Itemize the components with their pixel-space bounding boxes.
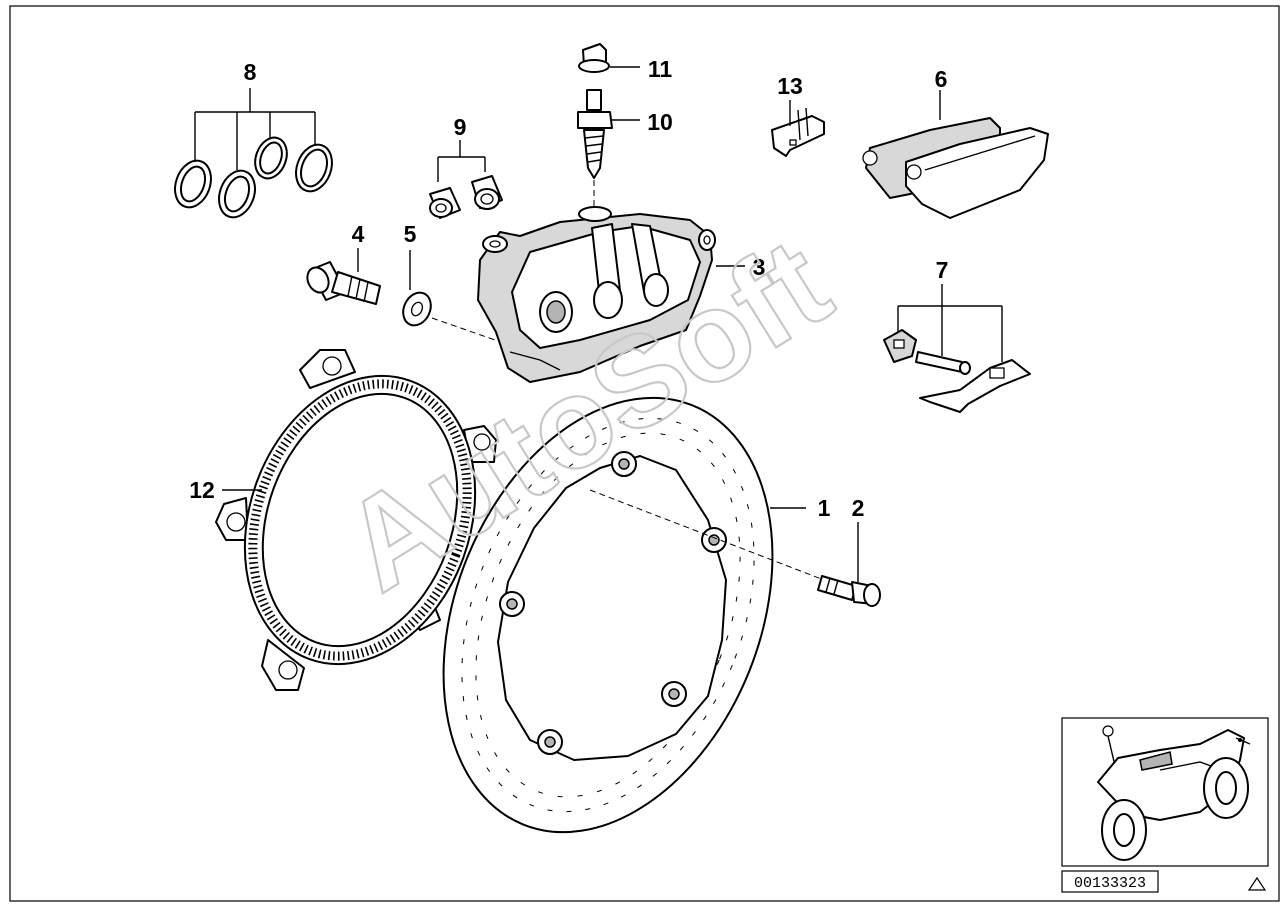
part-10-bleed-screw[interactable] [577, 89, 613, 179]
part-8-seal-rings[interactable] [169, 133, 338, 222]
part-3-brake-caliper[interactable] [477, 206, 716, 383]
motorcycle-icon [1097, 725, 1251, 861]
part-11-bleed-cap[interactable] [578, 43, 610, 73]
part-1-brake-disc[interactable] [382, 349, 833, 882]
callout-1: 1 [818, 495, 831, 521]
thumbnail-panel[interactable] [1061, 717, 1269, 867]
diagram-frame [9, 5, 1280, 902]
callout-5: 5 [404, 221, 417, 247]
callout-2: 2 [852, 495, 865, 521]
part-5-washer[interactable] [398, 288, 436, 330]
callout-13: 13 [777, 73, 803, 99]
callout-8: 8 [244, 59, 257, 85]
callout-7: 7 [936, 257, 949, 283]
part-4-caliper-bolt[interactable] [303, 261, 381, 305]
callout-4: 4 [352, 221, 365, 247]
callout-9: 9 [454, 114, 467, 140]
diagram-id: 00133323 [1074, 875, 1146, 892]
callout-6: 6 [935, 66, 948, 92]
part-12-abs-sensor-ring[interactable] [206, 343, 514, 696]
callout-7-leader [897, 284, 1003, 362]
triangle-icon [1247, 876, 1267, 891]
disc-axis [589, 489, 825, 581]
part-2-disc-bolt[interactable] [817, 575, 881, 607]
callout-9-leader [437, 140, 486, 182]
callout-10: 10 [647, 109, 673, 135]
callout-11: 11 [648, 56, 673, 82]
bolt-axis [431, 317, 496, 341]
part-6-brake-pads[interactable] [862, 117, 1049, 219]
part-9-bushings[interactable] [429, 175, 503, 219]
callout-3: 3 [753, 254, 766, 280]
callout-12: 12 [189, 477, 215, 503]
diagram-id-box: 00133323 [1061, 870, 1159, 893]
part-13-spring-clip[interactable] [771, 107, 825, 157]
callout-8-leader [194, 88, 316, 170]
part-7-pad-pin-kit[interactable] [883, 329, 1031, 413]
